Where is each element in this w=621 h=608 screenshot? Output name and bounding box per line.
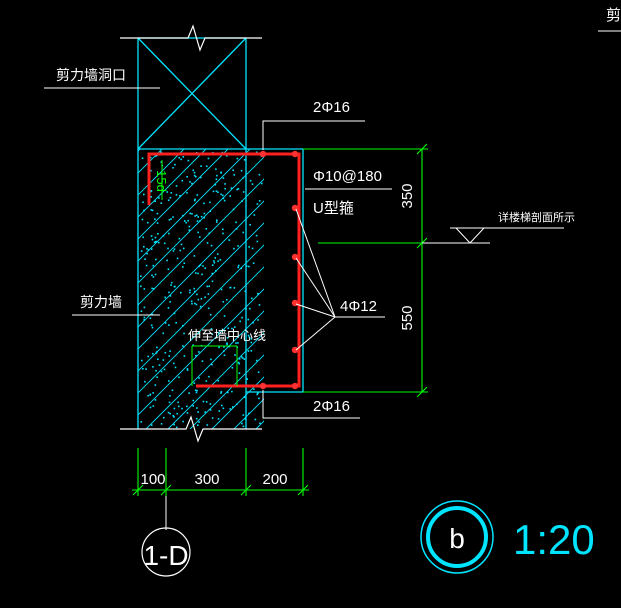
level-marker [422, 227, 564, 244]
bottom-break-line [120, 415, 262, 443]
dim-h-1: 100 [140, 471, 165, 488]
dim-vertical-lower: 550 [399, 305, 416, 330]
axis-label: 1-D [143, 540, 188, 571]
stirrup-type-label: U型箍 [313, 200, 354, 217]
dim-h-2: 300 [194, 471, 219, 488]
dim-vertical-upper: 350 [399, 183, 416, 208]
shear-wall-label: 剪力墙 [80, 294, 122, 310]
scale-label: 1:20 [513, 516, 595, 563]
extend-note: 伸至墙中心线 [188, 328, 266, 343]
wall-opening [137, 37, 247, 150]
dim-h-3: 200 [262, 471, 287, 488]
axis-bubble [141, 527, 191, 577]
anchor-label: 15d [154, 170, 169, 192]
detail-label: b [449, 523, 465, 554]
bottom-bars-leader [262, 390, 360, 419]
side-bars-label: 4Φ12 [340, 298, 377, 315]
wall-hatch [138, 149, 264, 429]
top-break-line [120, 24, 262, 52]
rebar-dots [259, 150, 299, 390]
stirrup-label: Φ10@180 [313, 168, 382, 185]
vertical-dimension [303, 143, 428, 398]
beam-outline [246, 148, 304, 393]
shear-wall-outline [137, 148, 247, 429]
horizontal-dimension [132, 448, 309, 496]
top-bars-leader [262, 120, 365, 150]
top-bars-label: 2Φ16 [313, 99, 350, 116]
detail-bubble-outer [420, 500, 494, 574]
side-bars-leaders [295, 208, 385, 351]
detail-bubble-inner [426, 506, 488, 568]
opening-label: 剪力墙洞口 [56, 67, 126, 83]
stair-note: 详楼梯剖面所示 [498, 210, 575, 224]
bottom-bars-label: 2Φ16 [313, 398, 350, 415]
corner-label: 剪力 [606, 7, 621, 24]
